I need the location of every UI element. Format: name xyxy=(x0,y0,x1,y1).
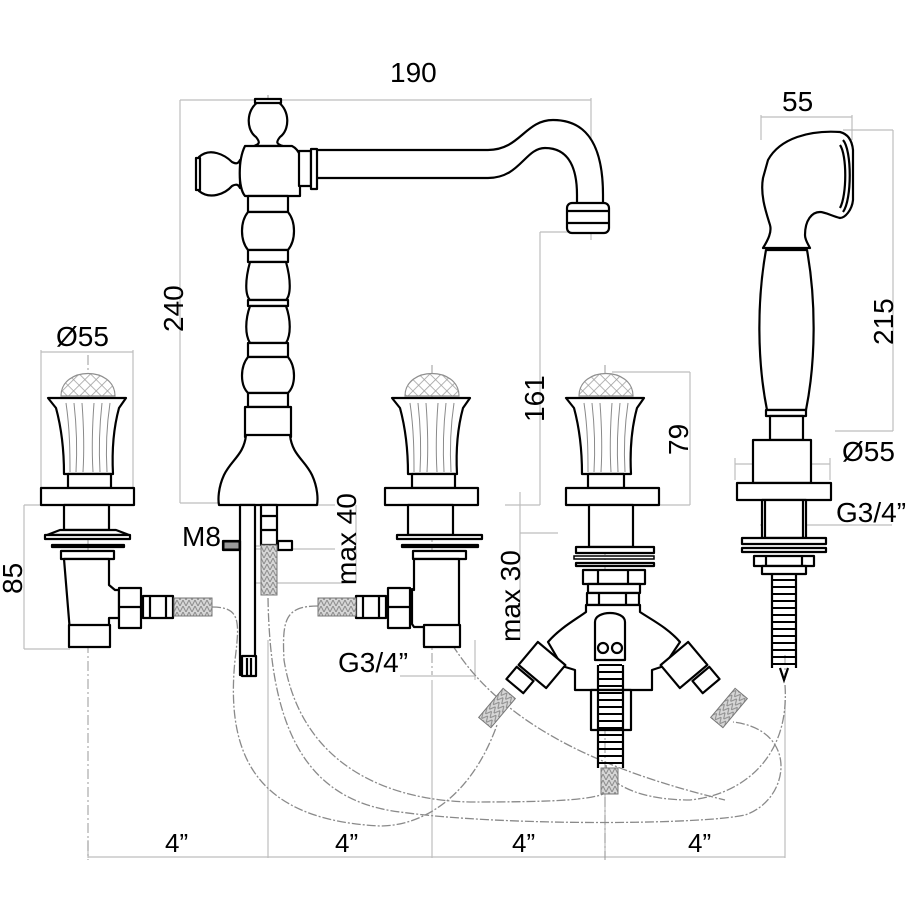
left-handle xyxy=(46,396,128,476)
right-angled-hose xyxy=(709,687,749,729)
middle-hose-fitting xyxy=(354,594,388,620)
mounting-rod xyxy=(238,503,257,677)
dim-spacing-2: 4” xyxy=(335,828,358,858)
spout-braided-hose xyxy=(260,544,278,596)
middle-escutcheon xyxy=(383,486,480,507)
dim-spout-reach: 190 xyxy=(390,57,437,88)
dim-spout-height: 240 xyxy=(158,285,189,332)
dim-spout-thread: M8 xyxy=(182,521,221,552)
left-hose-fitting xyxy=(141,594,175,620)
diverter-spring-hose xyxy=(598,664,623,764)
dim-shower-length: 215 xyxy=(868,298,899,345)
left-braided-hose xyxy=(173,597,213,617)
spout-base xyxy=(217,433,319,507)
hand-shower xyxy=(735,130,855,684)
left-angled-outlet xyxy=(517,640,567,690)
left-outlet xyxy=(67,623,112,649)
dim-shower-holder-diameter: Ø55 xyxy=(842,436,895,467)
dim-diverter-handle-height: 79 xyxy=(663,424,694,455)
left-escutcheon xyxy=(39,486,136,507)
middle-handle xyxy=(390,396,472,476)
spout-aerator xyxy=(565,201,611,235)
left-handle-cap xyxy=(60,373,116,397)
dim-shower-head-width: 55 xyxy=(782,86,813,117)
diverter-valve xyxy=(477,373,749,795)
flexible-hoses xyxy=(211,597,786,827)
spout-body xyxy=(238,144,303,198)
dim-spout-outlet-height: 161 xyxy=(519,375,550,422)
dim-spacing-3: 4” xyxy=(512,828,535,858)
dim-spacing-4: 4” xyxy=(688,828,711,858)
spout-hose-fitting xyxy=(259,503,279,547)
dim-shower-holder-thread: G3/4” xyxy=(836,497,906,528)
side-knob xyxy=(197,151,242,197)
shower-holder-base xyxy=(735,481,833,502)
right-angled-outlet xyxy=(659,640,709,690)
dim-spout-max-deck: max 40 xyxy=(331,493,362,585)
shower-holder xyxy=(751,438,813,485)
spout-assembly xyxy=(194,97,611,678)
column-ring xyxy=(246,194,290,214)
middle-braided-hose xyxy=(317,597,357,617)
dim-diverter-max-deck: max 30 xyxy=(495,550,526,642)
dim-spacing-1: 4” xyxy=(165,828,188,858)
dim-left-valve-height: 85 xyxy=(0,563,28,594)
dimension-labels: 190 240 161 Ø55 85 M8 max 40 G3/4” max 3… xyxy=(0,57,906,858)
shower-spring-hose xyxy=(771,579,797,665)
top-knob xyxy=(247,100,289,148)
middle-outlet xyxy=(422,623,462,649)
left-angled-hose xyxy=(477,687,517,729)
dim-middle-valve-thread: G3/4” xyxy=(338,647,408,678)
diverter-handle-cap xyxy=(578,373,634,397)
spout-arm xyxy=(313,118,605,209)
left-valve xyxy=(39,373,213,649)
shower-head xyxy=(761,130,855,250)
middle-valve xyxy=(317,373,484,649)
diverter-escutcheon xyxy=(564,486,661,507)
shower-handle xyxy=(758,248,815,412)
diverter-handle xyxy=(564,396,646,476)
dim-left-handle-diameter: Ø55 xyxy=(56,321,109,352)
middle-handle-cap xyxy=(404,373,460,397)
left-handle-flutes xyxy=(65,402,111,473)
